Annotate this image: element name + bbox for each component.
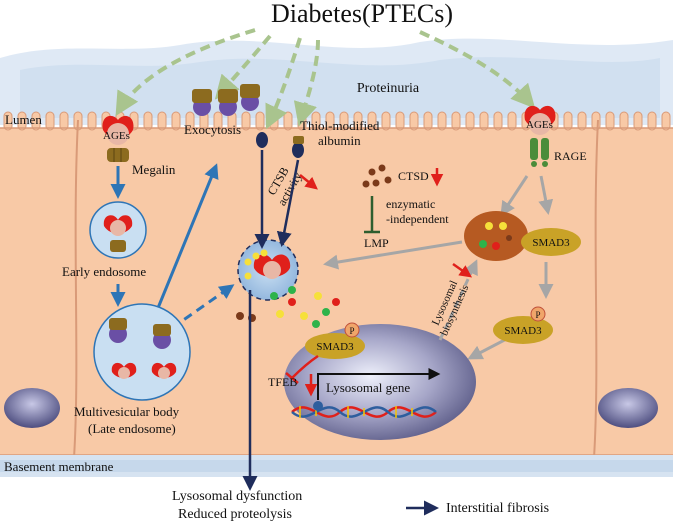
smad3-p-oval-right — [493, 316, 553, 344]
ages-left-label: AGEs — [103, 130, 130, 142]
lysosomal-gene-arrow — [317, 368, 441, 400]
right-cell-nucleus — [598, 388, 658, 428]
microvillus — [213, 111, 223, 131]
microvillus — [325, 111, 335, 131]
microvillus — [185, 111, 195, 131]
phospho-badge-right — [530, 306, 546, 322]
ctsb-down-arrow — [299, 174, 318, 190]
dna-helix — [291, 406, 437, 418]
microvillus — [395, 111, 405, 131]
mvb-label-line1: Multivesicular body — [74, 404, 180, 419]
phospho-label-nucleus: P — [349, 326, 354, 336]
rage-label: RAGE — [554, 149, 587, 163]
lysosomal-biosynthesis-arrow — [438, 259, 478, 341]
dysfunction-label-line2: Reduced proteolysis — [178, 507, 292, 522]
smad3-p-oval-nucleus — [305, 333, 365, 359]
central-lysosome — [237, 239, 299, 301]
microvillus — [59, 111, 69, 131]
enzymatic-label-line1: enzymatic — [386, 197, 435, 211]
lmp-label: LMP — [364, 236, 389, 250]
smad3-label-right: SMAD3 — [532, 237, 570, 249]
microvillus — [381, 111, 391, 131]
megalin-label: Megalin — [132, 162, 176, 177]
microvillus — [339, 111, 349, 131]
rage-signal-arrows — [323, 175, 554, 360]
microvillus — [3, 111, 13, 131]
microvillus — [31, 111, 41, 131]
microvillus — [451, 111, 461, 131]
microvillus — [647, 111, 657, 131]
tfeb-label: TFEB — [268, 375, 297, 389]
tfeb-binding-dot — [313, 401, 323, 411]
smad3-p-label-right: SMAD3 — [504, 325, 542, 337]
rage-organelle — [464, 211, 528, 261]
proteinuria-cloud — [0, 38, 673, 125]
smad3-tfeb-inhibition — [291, 354, 319, 379]
microvillus — [507, 111, 517, 131]
thiol-label-line2: albumin — [318, 133, 361, 148]
microvillus — [437, 111, 447, 131]
lumen-label: Lumen — [5, 112, 42, 127]
biosynthesis-down-arrow — [452, 262, 473, 278]
microvillus — [605, 111, 615, 131]
thiol-label-line1: Thiol-modified — [300, 118, 380, 133]
phospho-badge-nucleus — [344, 322, 360, 338]
cell-border-right — [593, 119, 599, 459]
early-endosome-label: Early endosome — [62, 264, 146, 279]
microvillus — [423, 111, 433, 131]
dysfunction-label-line1: Lysosomal dysfunction — [172, 489, 302, 504]
left-cell-nucleus — [4, 388, 60, 428]
microvillus — [661, 111, 671, 131]
microvillus — [577, 111, 587, 131]
basement-membrane-band — [0, 455, 673, 477]
microvillus — [143, 111, 153, 131]
microvillus — [493, 111, 503, 131]
microvillus — [563, 111, 573, 131]
phospho-label-right: P — [535, 310, 540, 320]
microvillus — [45, 111, 55, 131]
microvillus — [17, 111, 27, 131]
albumin-pathway-arrows — [242, 150, 439, 516]
exocytosis-label: Exocytosis — [184, 122, 241, 137]
microvillus — [255, 111, 265, 131]
ctsd-label: CTSD — [398, 169, 429, 183]
ages-megalin-receptor — [102, 115, 134, 162]
cell-border-left — [73, 119, 79, 459]
released-cathepsin-dots — [236, 286, 340, 328]
diabetes-arrows — [115, 28, 536, 130]
microvillus — [633, 111, 643, 131]
multivesicular-body — [93, 303, 191, 401]
ages-right-label: AGEs — [526, 119, 553, 131]
microvillus — [157, 111, 167, 131]
microvillus — [171, 111, 181, 131]
ctsd-dots — [362, 164, 392, 188]
thiol-albumin — [256, 132, 304, 158]
proteinuria-label: Proteinuria — [357, 81, 420, 96]
smad3-oval-right — [521, 228, 581, 256]
smad3-tfeb-inhibition-bar — [285, 372, 299, 384]
mvb-label-line2: (Late endosome) — [88, 421, 176, 436]
diagram-title: Diabetes(PTECs) — [271, 0, 453, 28]
enzymatic-label-line2: -independent — [386, 212, 449, 226]
microvillus — [409, 111, 419, 131]
microvillus — [479, 111, 489, 131]
microvillus — [241, 111, 251, 131]
microvillus — [367, 111, 377, 131]
smad3-p-label-nucleus: SMAD3 — [316, 341, 354, 353]
lysosomal-gene-label: Lysosomal gene — [326, 380, 410, 395]
early-endosome — [89, 201, 147, 259]
microvillus — [619, 111, 629, 131]
interstitial-fibrosis-label: Interstitial fibrosis — [446, 501, 549, 516]
basement-membrane-label: Basement membrane — [4, 459, 114, 474]
microvillus — [353, 111, 363, 131]
ages-rage-receptor — [524, 105, 556, 167]
exocytosis-vesicles — [192, 84, 260, 116]
microvillus — [465, 111, 475, 131]
endocytic-pathway-arrows — [110, 163, 235, 330]
microvillus — [87, 111, 97, 131]
